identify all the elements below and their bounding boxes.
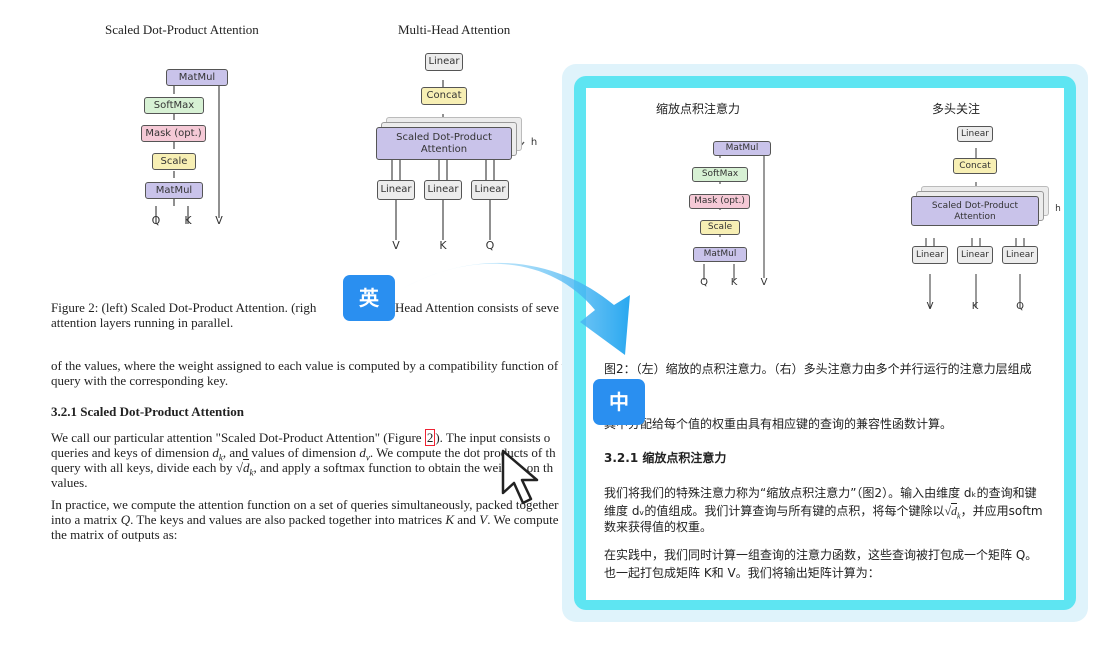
paragraph2-line1: We call our particular attention "Scaled… xyxy=(51,429,551,446)
zh-sdpa-matmul-bottom: MatMul xyxy=(693,247,747,262)
mouse-cursor-icon xyxy=(501,449,539,505)
zh-mha-sdpa: Scaled Dot-Product Attention xyxy=(911,196,1039,226)
math-q: Q xyxy=(120,512,131,527)
mha-input-v: V xyxy=(392,239,400,252)
math-v-matrix: V xyxy=(479,512,488,527)
figure-caption-line2: attention layers running in parallel. xyxy=(51,315,234,330)
mha-linear-q: Linear xyxy=(471,180,509,200)
p3-l2-a: into a matrix xyxy=(51,512,121,527)
zh-sdpa-input-k: K xyxy=(730,277,738,288)
zh-sdpa-input-v: V xyxy=(760,277,768,288)
zh-sdpa-input-q: Q xyxy=(700,277,708,288)
figure-title-sdpa: Scaled Dot-Product Attention xyxy=(105,22,259,37)
zh-paragraph2-line2: 维度 dᵥ的值组成。我们计算查询与所有键的点积，将每个键除以√dk，并应用sof… xyxy=(604,502,1043,520)
mha-sdpa: Scaled Dot-Product Attention xyxy=(376,127,512,160)
p2-l1-b: ). The input consists o xyxy=(435,430,551,445)
figure-2-link[interactable]: 2 xyxy=(424,429,436,446)
sdpa-scale: Scale xyxy=(152,153,196,170)
mha-h-label: h xyxy=(530,137,538,148)
p2-l3-a: query with all keys, divide each by xyxy=(51,460,236,475)
zh-sdpa-matmul-top: MatMul xyxy=(713,141,771,156)
paragraph2-line3: query with all keys, divide each by √dk,… xyxy=(51,459,554,481)
math-k: k xyxy=(218,452,223,463)
mha-concat: Concat xyxy=(421,87,467,105)
paragraph3-line3: the matrix of outputs as: xyxy=(51,527,178,542)
section-heading: 3.2.1 Scaled Dot-Product Attention xyxy=(51,404,244,419)
zh-mha-linear-top: Linear xyxy=(957,126,993,142)
math-d2: d xyxy=(359,445,366,460)
paragraph1-line1: of the values, where the weight assigned… xyxy=(51,358,572,373)
p2-l2-a: queries and keys of dimension xyxy=(51,445,213,460)
sqrt-d: d xyxy=(242,459,250,475)
chinese-badge[interactable]: 中 xyxy=(593,379,645,425)
zh-mha-linear-v: Linear xyxy=(912,246,948,264)
zh-mha-input-v: V xyxy=(926,301,934,312)
zh-paragraph2-line1: 我们将我们的特殊注意力称为“缩放点积注意力”（图2）。输入由维度 dₖ的查询和键 xyxy=(604,486,1037,500)
zh-mha-linear-q: Linear xyxy=(1002,246,1038,264)
p3-l2-d: . We compute xyxy=(487,512,559,527)
sdpa-input-v: V xyxy=(215,214,223,227)
zh-sdpa-softmax: SoftMax xyxy=(692,167,748,182)
mha-input-k: K xyxy=(439,239,447,252)
figure-caption-line1: Figure 2: (left) Scaled Dot-Product Atte… xyxy=(51,300,316,315)
sdpa-softmax: SoftMax xyxy=(144,97,204,114)
zh-p2-l2-a: 维度 dᵥ的值组成。我们计算查询与所有键的点积，将每个键除以 xyxy=(604,504,945,518)
sdpa-matmul-bottom: MatMul xyxy=(145,182,203,199)
zh-sqrt-d: d xyxy=(951,503,958,518)
sqrt-dk: √dk xyxy=(235,459,254,478)
zh-mha-h-label: h xyxy=(1055,204,1061,214)
paragraph1-line2: query with the corresponding key. xyxy=(51,373,229,388)
mha-linear-v: Linear xyxy=(377,180,415,200)
p2-l3-b: , and apply a softmax function to obtain… xyxy=(253,460,554,475)
paragraph3-line1: In practice, we compute the attention fu… xyxy=(51,497,559,512)
sqrt-k: k xyxy=(249,467,254,478)
zh-section-heading: 3.2.1 缩放点积注意力 xyxy=(604,451,727,465)
paragraph2-line2: queries and keys of dimension dk, and va… xyxy=(51,445,556,466)
sdpa-mask: Mask (opt.) xyxy=(141,125,206,142)
zh-paragraph2-line3: 数来获得值的权重。 xyxy=(604,520,713,534)
zh-paragraph3-line2: 也一起打包成矩阵 K和 V。我们将输出矩阵计算为： xyxy=(604,566,880,580)
zh-paragraph1: 其中分配给每个值的权重由具有相应键的查询的兼容性函数计算。 xyxy=(604,417,953,431)
p3-l2-c: and xyxy=(454,512,480,527)
p2-l2-b: , and values of dimension xyxy=(222,445,360,460)
translate-arrow xyxy=(400,262,630,355)
caption-part-b: Head Attention consists of seve xyxy=(395,300,559,315)
paragraph2-line4: values. xyxy=(51,475,88,490)
math-d: d xyxy=(212,445,219,460)
mha-linear-k: Linear xyxy=(424,180,462,200)
p3-l2-b: . The keys and values are also packed to… xyxy=(130,512,446,527)
mha-linear-top: Linear xyxy=(425,53,463,71)
zh-mha-concat: Concat xyxy=(953,158,997,174)
sdpa-input-k: K xyxy=(184,214,192,227)
zh-mha-input-k: K xyxy=(971,301,979,312)
sdpa-matmul-top: MatMul xyxy=(166,69,228,86)
zh-sqrt-dk: √dk xyxy=(944,503,961,521)
zh-mha-linear-k: Linear xyxy=(957,246,993,264)
zh-figure-title-sdpa: 缩放点积注意力 xyxy=(656,102,741,116)
math-k-matrix: K xyxy=(445,512,455,527)
zh-sdpa-mask: Mask (opt.) xyxy=(689,194,750,209)
zh-figure-title-mha: 多头关注 xyxy=(932,102,981,116)
figure-title-mha: Multi-Head Attention xyxy=(398,22,511,37)
zh-sdpa-scale: Scale xyxy=(700,220,740,235)
zh-sqrt-k: k xyxy=(957,511,961,521)
mha-input-q: Q xyxy=(485,239,495,252)
translation-panel[interactable]: 缩放点积注意力 多头关注 MatMul SoftMax Mask (opt.) … xyxy=(586,88,1064,600)
english-badge[interactable]: 英 xyxy=(343,275,395,321)
caption-part-a: Figure 2: (left) Scaled Dot-Product Atte… xyxy=(51,300,317,315)
zh-mha-input-q: Q xyxy=(1016,301,1024,312)
p2-l1-a: We call our particular attention "Scaled… xyxy=(51,430,425,445)
sdpa-arrows xyxy=(155,86,220,224)
zh-p2-l2-b: ，并应用softm xyxy=(960,504,1043,518)
paragraph3-line2: into a matrix Q. The keys and values are… xyxy=(51,512,559,527)
sdpa-input-q: Q xyxy=(151,214,161,227)
zh-figure-caption: 图2：（左）缩放的点积注意力。（右）多头注意力由多个并行运行的注意力层组成 xyxy=(604,362,1032,376)
zh-sdpa-arrows xyxy=(703,154,765,280)
math-v: v xyxy=(365,452,370,463)
zh-paragraph3-line1: 在实践中，我们同时计算一组查询的注意力函数，这些查询被打包成一个矩阵 Q。 xyxy=(604,548,1038,562)
